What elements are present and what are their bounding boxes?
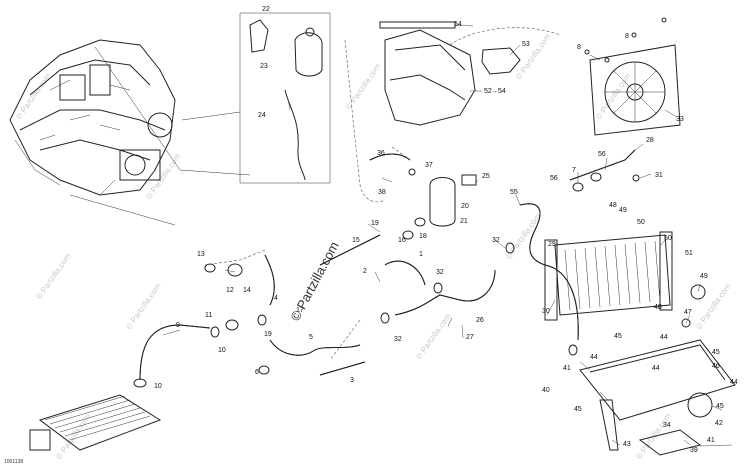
watermark-center-text: © Partzilla.com	[287, 239, 341, 323]
arrow-symbol: →	[491, 88, 498, 95]
callout-41[interactable]: 41	[707, 437, 715, 444]
callout-48[interactable]: 48	[609, 202, 617, 209]
callout-15[interactable]: 15	[352, 237, 360, 244]
small-parts	[133, 17, 706, 388]
callout-50[interactable]: 50	[664, 235, 672, 242]
watermark-text: © Partzilla.com	[694, 282, 732, 332]
coolant-bottle-detail	[249, 19, 323, 181]
callout-8[interactable]: 8	[625, 33, 629, 40]
leader-lines	[162, 24, 733, 447]
callout-4[interactable]: 4	[274, 295, 278, 302]
guide-lines	[69, 12, 561, 361]
callout-12[interactable]: 12	[226, 287, 234, 294]
callout-8[interactable]: 8	[577, 44, 581, 51]
callout-56[interactable]: 56	[550, 175, 558, 182]
callout-34[interactable]: 34	[663, 422, 671, 429]
watermark-text: © Partzilla.com	[124, 282, 162, 332]
callout-46[interactable]: 46	[712, 363, 720, 370]
watermark-text: © Partzilla.com	[14, 72, 52, 122]
callout-49[interactable]: 49	[619, 207, 627, 214]
callout-47[interactable]: 47	[684, 309, 692, 316]
callout-10[interactable]: 10	[218, 347, 226, 354]
engine-illustration	[9, 39, 176, 196]
callout-2[interactable]: 2	[363, 268, 367, 275]
callout-20[interactable]: 20	[461, 203, 469, 210]
callout-56[interactable]: 56	[598, 151, 606, 158]
callout-26[interactable]: 26	[476, 317, 484, 324]
callout-44[interactable]: 44	[730, 379, 738, 386]
callout-32[interactable]: 32	[436, 269, 444, 276]
watermark-text: © Partzilla.com	[514, 32, 552, 82]
callout-16[interactable]: 16	[398, 237, 406, 244]
callout-37[interactable]: 37	[425, 162, 433, 169]
callout-18[interactable]: 18	[419, 233, 427, 240]
center-watermark: © Partzilla.com	[287, 239, 341, 323]
callout-1[interactable]: 1	[419, 251, 423, 258]
callout-13[interactable]: 13	[197, 251, 205, 258]
callout-3[interactable]: 3	[350, 377, 354, 384]
callout-6[interactable]: 6	[255, 369, 259, 376]
part-callouts: 1 2 3 4 5 6 7 8 8 9 10 10 11 12 13 14 15…	[154, 6, 738, 454]
callout-40[interactable]: 40	[542, 387, 550, 394]
callout-41[interactable]: 41	[563, 365, 571, 372]
callout-21[interactable]: 21	[460, 218, 468, 225]
callout-45[interactable]: 45	[716, 403, 724, 410]
callout-11[interactable]: 11	[205, 312, 212, 319]
watermark-text: © Partzilla.com	[414, 312, 452, 362]
lower-heat-exchanger	[29, 394, 162, 451]
callout-30[interactable]: 30	[542, 308, 550, 315]
callout-42[interactable]: 42	[715, 420, 723, 427]
callout-7[interactable]: 7	[572, 167, 576, 174]
callout-31[interactable]: 31	[655, 172, 663, 179]
callout-29[interactable]: 29	[548, 241, 556, 248]
callout-45[interactable]: 45	[574, 406, 582, 413]
callout-51[interactable]: 51	[685, 250, 693, 257]
callout-17[interactable]: 17	[296, 307, 304, 314]
callout-9[interactable]: 9	[176, 322, 180, 329]
callout-33[interactable]: 33	[676, 116, 684, 123]
watermark-text: © Partzilla.com	[344, 62, 382, 112]
callout-50[interactable]: 50	[637, 219, 645, 226]
callout-53[interactable]: 53	[522, 41, 530, 48]
callout-54[interactable]: 54	[454, 21, 462, 28]
callout-43[interactable]: 43	[623, 441, 631, 448]
callout-52[interactable]: 52	[484, 88, 492, 95]
callout-39[interactable]: 39	[690, 447, 698, 454]
callout-48[interactable]: 48	[654, 304, 662, 311]
callout-19[interactable]: 19	[264, 331, 272, 338]
watermark-text: © Partzilla.com	[54, 412, 92, 462]
radiator-fan	[589, 44, 681, 136]
callout-19[interactable]: 19	[371, 220, 379, 227]
radiator-core	[544, 231, 673, 321]
watermark-text: © Partzilla.com	[594, 72, 632, 122]
callout-5[interactable]: 5	[309, 334, 313, 341]
watermark-text: © Partzilla.com	[34, 252, 72, 302]
air-duct-assembly	[379, 21, 521, 126]
hoses	[139, 149, 636, 381]
callout-32[interactable]: 32	[492, 237, 500, 244]
drawing-code: 1001138	[4, 459, 23, 465]
callout-45[interactable]: 45	[712, 349, 720, 356]
callout-55[interactable]: 55	[510, 189, 518, 196]
callout-27[interactable]: 27	[466, 334, 474, 341]
callout-10[interactable]: 10	[154, 383, 162, 390]
callout-28[interactable]: 28	[646, 137, 654, 144]
callout-32[interactable]: 32	[394, 336, 402, 343]
callout-14[interactable]: 14	[243, 287, 251, 294]
callout-38[interactable]: 38	[378, 189, 386, 196]
callout-49[interactable]: 49	[700, 273, 708, 280]
callout-22[interactable]: 22	[262, 6, 270, 13]
watermark-text: © Partzilla.com	[504, 212, 542, 262]
callout-25[interactable]: 25	[482, 173, 490, 180]
callout-44[interactable]: 44	[652, 365, 660, 372]
callout-44[interactable]: 44	[590, 354, 598, 361]
callout-54[interactable]: 54	[498, 88, 506, 95]
callout-44[interactable]: 44	[660, 334, 668, 341]
callout-24[interactable]: 24	[258, 112, 266, 119]
callout-45[interactable]: 45	[614, 333, 622, 340]
callout-36[interactable]: 36	[377, 150, 385, 157]
callout-23[interactable]: 23	[260, 63, 268, 70]
